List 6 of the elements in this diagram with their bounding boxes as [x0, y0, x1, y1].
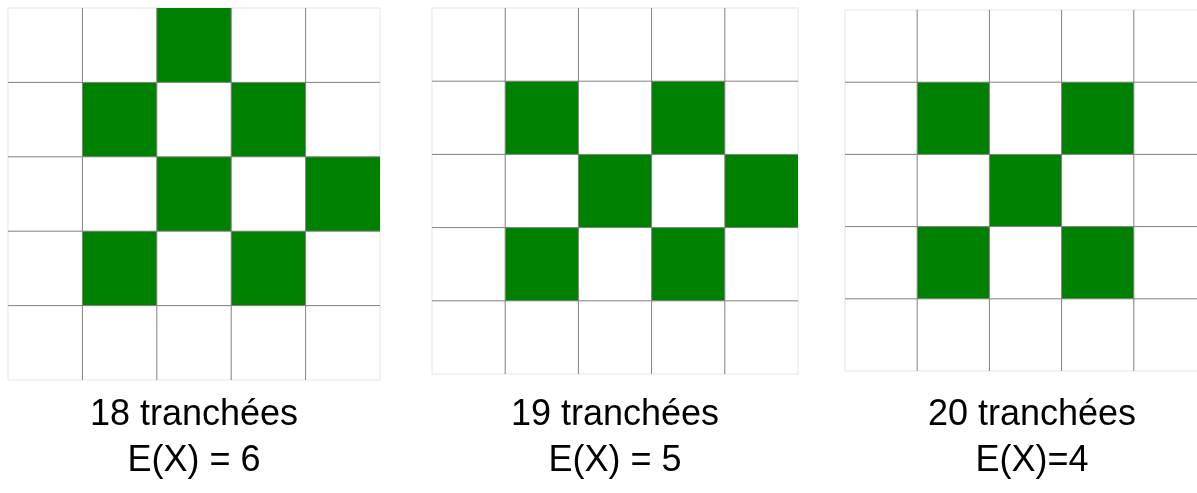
trench-count-label: 18 tranchées — [89, 391, 299, 435]
trench-count-label: 20 tranchées — [927, 391, 1137, 435]
expectation-label: E(X) = 5 — [548, 437, 682, 481]
expectation-label: E(X) = 6 — [127, 437, 261, 481]
expectation-label: E(X)=4 — [975, 437, 1089, 481]
trench-count-label: 19 tranchées — [510, 391, 720, 435]
